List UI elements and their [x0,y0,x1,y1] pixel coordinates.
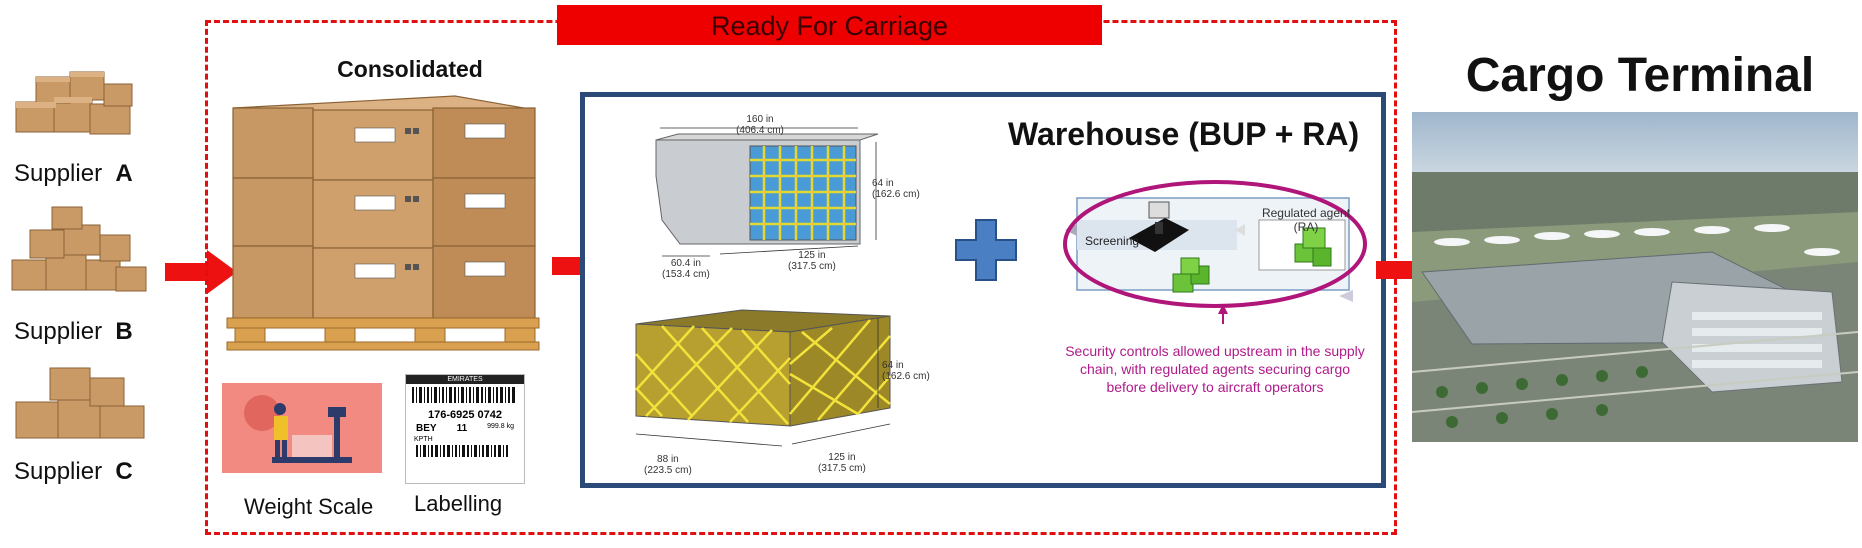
uld-length: 125 in (317.5 cm) [788,250,836,272]
barcode-icon [412,387,515,403]
shipping-label-image: EMIRATES 176-6925 0742 BEY 11 999.8 kg K… [405,374,525,484]
dim-value: 125 in [828,452,856,463]
screening-label: Screening [1085,234,1140,248]
supplier-c-label: Supplier C [14,458,133,486]
pallet-length: 125 in (317.5 cm) [818,452,866,474]
supplier-b-label: Supplier B [14,318,133,346]
supplier-name: Supplier [14,318,103,345]
dim-metric: (162.6 cm) [882,371,930,382]
dim-metric: (317.5 cm) [788,261,836,272]
supplier-name: Supplier [14,458,103,485]
consolidated-pallet-image [225,88,545,353]
dim-metric: (317.5 cm) [818,463,866,474]
label-carrier: EMIRATES [406,375,524,384]
uld-pallet-diagram: 64 in (162.6 cm) 88 in (223.5 cm) 125 in… [622,304,932,484]
dim-value: 64 in [872,178,894,189]
security-note: Security controls allowed upstream in th… [1065,343,1365,395]
dim-metric: (153.4 cm) [662,269,710,280]
supplier-c-boxes [6,362,151,447]
dim-value: 160 in [746,114,774,125]
supplier-b-boxes [4,205,149,300]
consolidated-title: Consolidated [337,56,483,82]
uld-width: 160 in (406.4 cm) [720,114,800,136]
labelling-label: Labelling [414,491,503,516]
dim-metric: (406.4 cm) [736,125,784,136]
supplier-letter: A [115,160,133,187]
ra-label-line1: Regulated agent [1261,206,1351,220]
dim-metric: (162.6 cm) [872,189,920,200]
pallet-height: 64 in (162.6 cm) [882,360,930,382]
arrow-right-icon [165,250,237,299]
supplier-letter: C [115,458,133,485]
uld-height: 64 in (162.6 cm) [872,178,920,200]
label-origin: KPTH [414,436,433,443]
weight-scale-label: Weight Scale [244,494,374,519]
label-awb: 176-6925 0742 [427,409,502,421]
label-pieces: 11 [456,423,468,434]
screening-ra-diagram: Screening Regulated agent (RA) [1055,178,1375,328]
plus-icon [954,218,1018,287]
cargo-terminal-image [1411,112,1859,442]
warehouse-title: Warehouse (BUP + RA) [1008,116,1360,152]
dim-value: 64 in [882,360,904,371]
supplier-a-label: Supplier A [14,160,133,188]
dim-value: 88 in [657,454,679,465]
weight-scale-image [222,383,382,473]
ready-for-carriage-banner: Ready For Carriage [557,5,1102,45]
cargo-terminal-title: Cargo Terminal [1465,49,1815,102]
supplier-name: Supplier [14,160,103,187]
dim-metric: (223.5 cm) [644,465,692,476]
supplier-letter: B [115,318,133,345]
pallet-depth: 88 in (223.5 cm) [644,454,692,476]
dim-value: 125 in [798,250,826,261]
uld-depth: 60.4 in (153.4 cm) [662,258,710,280]
barcode-icon [416,445,508,457]
uld-container-diagram: 160 in (406.4 cm) 64 in (162.6 cm) 60.4 … [640,114,920,286]
ra-label-line2: (RA) [1293,220,1319,234]
label-weight: 999.8 kg [487,423,514,430]
label-dest: BEY [416,423,437,434]
supplier-a-boxes [6,62,146,152]
ra-label: Regulated agent (RA) [1251,206,1361,234]
dim-value: 60.4 in [670,258,701,269]
